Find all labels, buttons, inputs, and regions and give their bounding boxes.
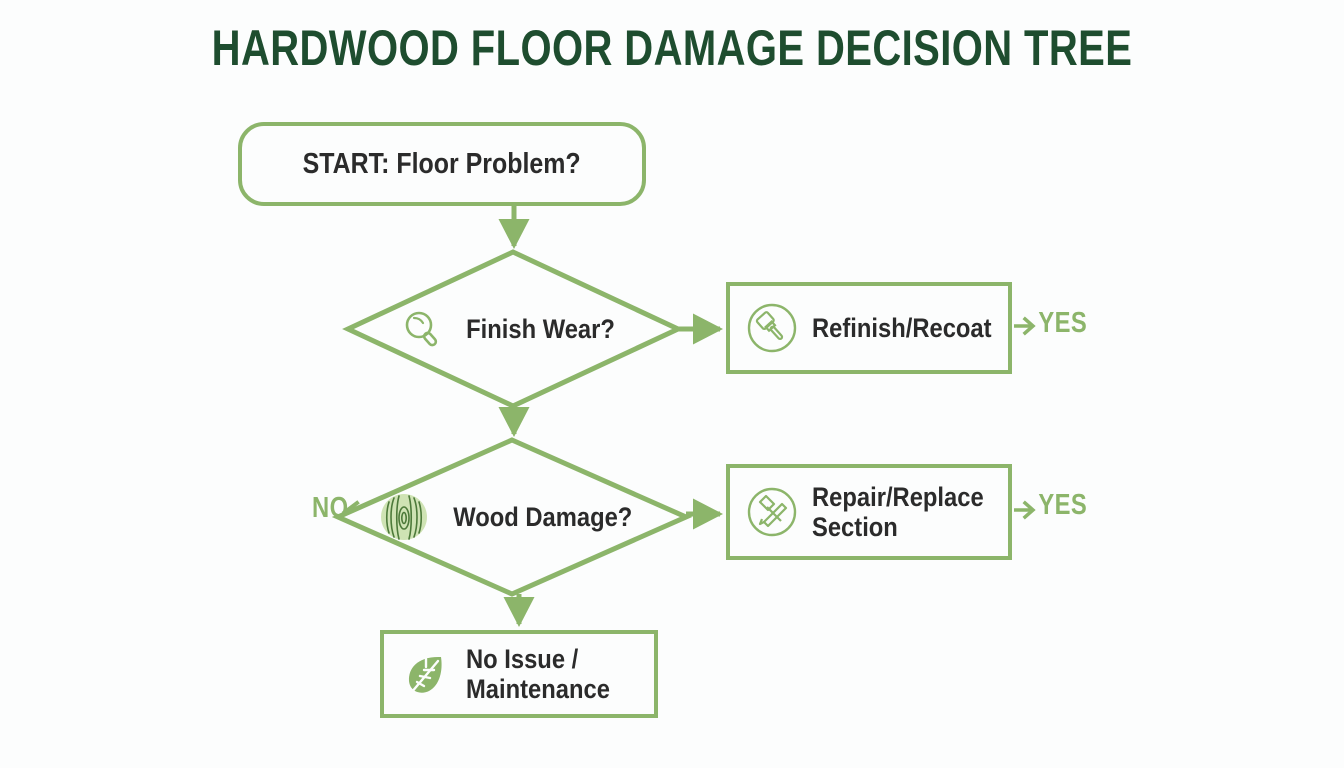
magnifier-icon xyxy=(406,311,438,347)
node-outcome-refinish-label: Refinish/Recoat xyxy=(812,312,992,343)
hammer-saw-icon xyxy=(747,487,797,537)
node-outcome-repair[interactable]: Repair/Replace Section xyxy=(726,464,1012,560)
yes-arrow-refinish xyxy=(1014,316,1036,336)
node-decision-wood-damage-label: Wood Damage? xyxy=(453,501,633,532)
page-title: HARDWOOD FLOOR DAMAGE DECISION TREE xyxy=(211,20,1133,76)
edge-label-no-wood: NO xyxy=(312,492,349,524)
node-outcome-no-issue[interactable]: No Issue / Maintenance xyxy=(380,630,658,718)
yes-arrow-repair xyxy=(1014,500,1036,520)
node-outcome-no-issue-label: No Issue / Maintenance xyxy=(466,643,610,704)
node-start[interactable]: START: Floor Problem? xyxy=(238,122,646,206)
node-outcome-repair-label: Repair/Replace Section xyxy=(812,481,984,542)
node-decision-finish-wear-label: Finish Wear? xyxy=(466,313,616,344)
node-decision-finish-wear[interactable]: Finish Wear? xyxy=(348,252,678,406)
edge-label-yes-finish: YES xyxy=(1038,307,1088,339)
wood-grain-icon xyxy=(381,494,428,540)
edge-label-yes-wood: YES xyxy=(1038,489,1088,521)
paint-brush-icon xyxy=(747,303,797,353)
node-decision-wood-damage[interactable]: Wood Damage? xyxy=(338,440,686,594)
node-outcome-refinish[interactable]: Refinish/Recoat xyxy=(726,282,1012,374)
leaf-icon xyxy=(408,656,442,695)
node-start-label: START: Floor Problem? xyxy=(302,147,582,180)
